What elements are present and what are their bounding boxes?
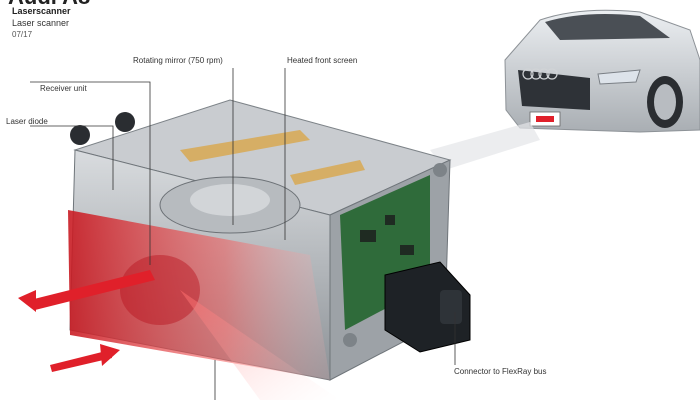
screw-icon	[343, 333, 357, 347]
grille-icon	[518, 70, 590, 110]
subtitle-line2: Laser scanner	[12, 18, 70, 28]
subtitle-line1: Laserscanner	[12, 6, 71, 16]
date-label: 07/17	[12, 30, 33, 39]
laser-beams	[18, 270, 340, 400]
screw-icon	[115, 112, 135, 132]
screw-icon	[433, 163, 447, 177]
screw-icon	[70, 125, 90, 145]
red-optics-area	[68, 210, 330, 380]
receiver-unit-label: Receiver unit	[40, 84, 87, 93]
scanner-highlight-icon	[536, 116, 554, 122]
connector-label: Connector to FlexRay bus	[454, 367, 547, 376]
scanner-housing	[68, 99, 471, 381]
laser-diode-label: Laser diode	[6, 117, 48, 126]
incoming-laser-arrow-icon	[50, 350, 112, 372]
audi-a8-car	[504, 9, 700, 133]
outgoing-laser-arrow-icon	[30, 270, 155, 310]
callout-lines	[30, 68, 456, 400]
heated-front-screen-label: Heated front screen	[287, 56, 358, 65]
flexray-connector	[384, 261, 471, 353]
rotating-mirror-label: Rotating mirror (750 rpm)	[133, 56, 223, 65]
page-title: Audi A8	[8, 0, 90, 10]
